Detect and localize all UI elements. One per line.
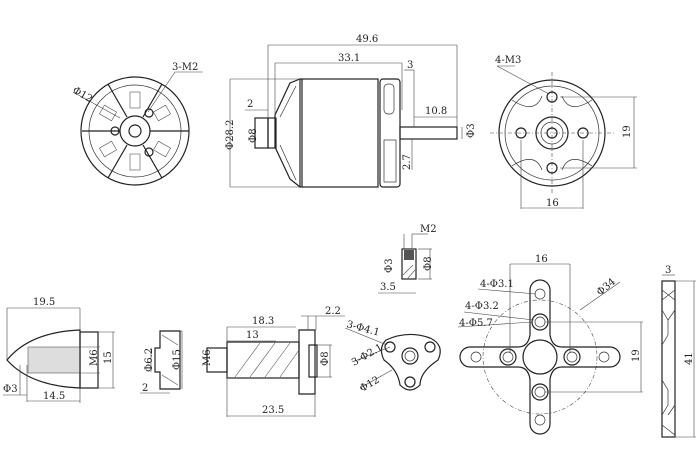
shaft-diameter: Φ3 [466, 123, 477, 138]
mount-length: 41 [684, 352, 695, 365]
cross-holes-b: 4-Φ3.2 [465, 301, 499, 312]
adapter-overall: 23.5 [262, 405, 284, 416]
body-diameter: Φ28.2 [225, 120, 236, 150]
rear-spacing-vertical: 19 [622, 125, 633, 138]
set-screw: M2 Φ3 Φ8 3.5 [378, 224, 437, 294]
mount-thickness: 3 [665, 265, 671, 276]
gap-dim: 2 [247, 99, 253, 110]
nut-thread: M6 [89, 349, 100, 366]
body-length: 33.1 [338, 53, 360, 64]
hub-diameter: Φ8 [248, 128, 259, 143]
flange-dim: 3 [407, 60, 413, 71]
nut-length: 19.5 [33, 297, 55, 308]
screw-outer: Φ8 [423, 256, 434, 271]
adapter-flange: 2.2 [325, 306, 341, 317]
screw-height: 3.5 [380, 282, 396, 293]
adapter-thread-length: 13 [246, 330, 259, 341]
shaft-length: 10.8 [425, 106, 447, 117]
nut-tip: Φ3 [3, 384, 18, 395]
tri-holes-b: 3-Φ2.1 [350, 342, 385, 368]
motor-side-view: 49.6 33.1 3 10.8 Φ3 2.7 2 Φ8 Φ28.2 [225, 34, 477, 188]
screw-thread: M2 [420, 224, 437, 235]
washer-outer: Φ15 [172, 349, 183, 370]
cross-spacing-v: 19 [631, 349, 642, 362]
motor-front-view: 3-M2 Φ12 [71, 62, 203, 186]
front-hole-label: 3-M2 [172, 62, 198, 73]
motor-rear-view: 4-M3 19 16 [490, 55, 637, 209]
nut-thread-length: 14.5 [43, 391, 65, 402]
adapter-collar: Φ8 [320, 351, 331, 366]
cross-mount: 16 Φ34 4-Φ3.1 4-Φ3.2 4-Φ5.7 19 [457, 254, 643, 435]
adapter-thread: M6 [202, 349, 213, 366]
mount-side-view: 3 41 [661, 265, 696, 438]
washer-thickness: 2 [142, 383, 148, 394]
tri-mount: 3-Φ4.1 3-Φ2.1 Φ12 [344, 319, 441, 395]
cross-spacing-h: 16 [535, 254, 548, 265]
nut-diameter: 15 [103, 351, 114, 364]
washer-inner: Φ6.2 [144, 348, 155, 372]
cross-holes-a: 4-Φ3.1 [480, 279, 514, 290]
rear-spacing-horizontal: 16 [546, 198, 559, 209]
tri-holes-a: 3-Φ4.1 [345, 319, 381, 338]
prop-adapter: 18.3 13 M6 Φ8 2.2 23.5 [202, 306, 345, 417]
cross-circle: Φ34 [595, 276, 618, 298]
spinner-nut: 19.5 M6 15 Φ3 14.5 [3, 297, 115, 403]
cross-holes-c: 4-Φ5.7 [459, 318, 493, 329]
offset-dim: 2.7 [402, 154, 413, 170]
adapter-length: 18.3 [252, 316, 274, 327]
rear-hole-label: 4-M3 [495, 55, 521, 66]
overall-length: 49.6 [356, 34, 378, 45]
washer: Φ6.2 Φ15 2 [140, 330, 183, 394]
screw-inner: Φ3 [384, 258, 395, 273]
